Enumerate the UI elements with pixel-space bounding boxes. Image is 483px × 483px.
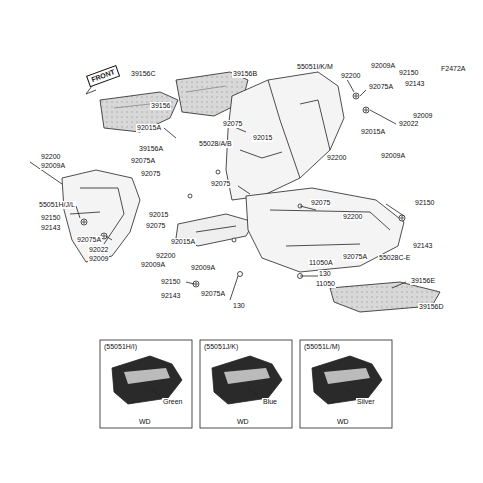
callout-number: 92143 xyxy=(404,80,425,88)
callout-number: 92200 xyxy=(326,154,347,162)
callout-number: 92200 xyxy=(40,153,61,161)
callout-number: 92075A xyxy=(200,290,226,298)
callout-number: Green xyxy=(162,398,183,406)
callout-number: WD xyxy=(336,418,350,426)
callout-number: 92150 xyxy=(40,214,61,222)
callout-number: 11050 xyxy=(315,280,336,288)
callout-number: F2472A xyxy=(440,65,467,73)
callout-number: 92200 xyxy=(342,213,363,221)
callout-number: 92009 xyxy=(412,112,433,120)
callout-number: 92150 xyxy=(414,199,435,207)
callout-number: (55051L/M) xyxy=(303,343,341,351)
callout-number: 39156E xyxy=(410,277,436,285)
callout-number: 92075A xyxy=(368,83,394,91)
callout-number: 39156D xyxy=(418,303,445,311)
callout-number: 92009A xyxy=(380,152,406,160)
callout-number: 55051H/J/L xyxy=(38,201,76,209)
callout-number: 92015A xyxy=(360,128,386,136)
callout-number: 39156 xyxy=(150,102,171,110)
callout-number: 39156A xyxy=(138,145,164,153)
callout-number: 55028/A/B xyxy=(198,140,233,148)
callout-number: 130 xyxy=(232,302,246,310)
callout-number: 92143 xyxy=(160,292,181,300)
callout-number: 55051I/K/M xyxy=(296,63,334,71)
callout-number: 92015A xyxy=(170,238,196,246)
callout-number: 92143 xyxy=(40,224,61,232)
callout-number: WD xyxy=(138,418,152,426)
callout-number: 55028C-E xyxy=(378,254,412,262)
callout-number: Blue xyxy=(262,398,278,406)
callout-number: 92015A xyxy=(136,124,162,132)
callout-number: 92075 xyxy=(145,222,166,230)
callout-number: 92022 xyxy=(88,246,109,254)
callout-number: 92009A xyxy=(370,62,396,70)
callout-number: 92075 xyxy=(140,170,161,178)
callout-number: 92015 xyxy=(148,211,169,219)
callout-number: 92009A xyxy=(140,261,166,269)
callout-number: 92075 xyxy=(310,199,331,207)
callout-number: 39156C xyxy=(130,70,157,78)
callout-number: 92022 xyxy=(398,120,419,128)
callout-number: 92075 xyxy=(222,120,243,128)
callout-number: 130 xyxy=(318,270,332,278)
callout-number: 92150 xyxy=(398,69,419,77)
callout-number: Silver xyxy=(356,398,376,406)
callout-number: 92009A xyxy=(190,264,216,272)
callout-number: 92075A xyxy=(130,157,156,165)
callout-number: 39156B xyxy=(232,70,258,78)
callout-number: 92075 xyxy=(210,180,231,188)
callout-number: 92009A xyxy=(40,162,66,170)
direction-tag: FRONT xyxy=(86,65,120,87)
callout-number: 11050A xyxy=(308,259,334,267)
callout-number: (55051H/I) xyxy=(103,343,138,351)
callout-number: 92200 xyxy=(155,252,176,260)
callout-number: 92075A xyxy=(342,253,368,261)
callout-number: 92150 xyxy=(160,278,181,286)
callout-number: 92143 xyxy=(412,242,433,250)
callout-number: 92075A xyxy=(76,236,102,244)
callout-number: 92200 xyxy=(340,72,361,80)
callout-number: 92009 xyxy=(88,255,109,263)
callout-number: (55051J/K) xyxy=(203,343,239,351)
callout-number: WD xyxy=(236,418,250,426)
callout-number: 92015 xyxy=(252,134,273,142)
